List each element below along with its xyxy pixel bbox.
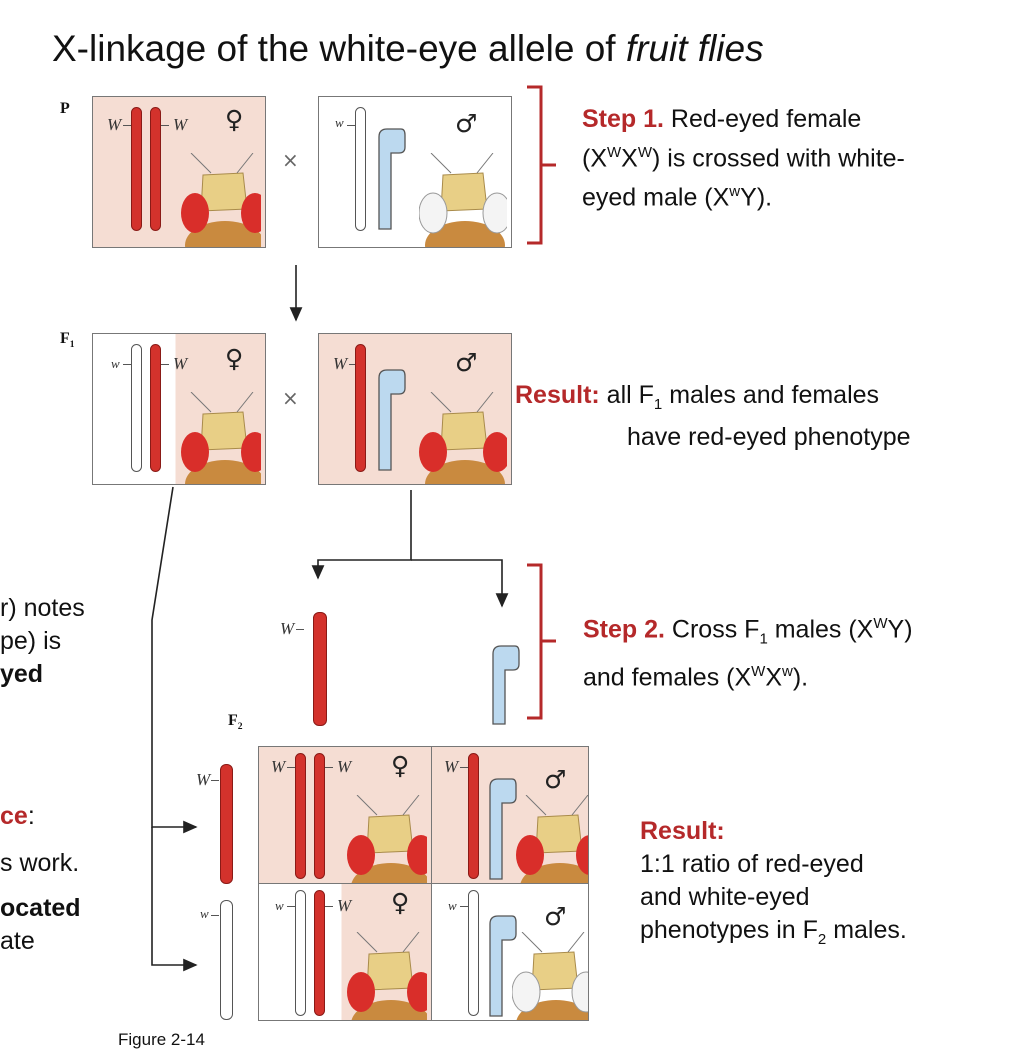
f1-male-to-y-arrow xyxy=(411,559,509,608)
male-symbol: ♂ xyxy=(455,348,478,377)
allele-label: W xyxy=(333,354,348,373)
y-chromosome xyxy=(377,368,407,472)
y-chromosome xyxy=(488,777,518,881)
x-chromosome-red xyxy=(355,344,366,472)
fly-red-eye-icon xyxy=(516,794,588,883)
x-chromosome-red xyxy=(468,753,479,879)
allele-label: W xyxy=(280,619,295,638)
x-chromosome-red xyxy=(150,344,161,472)
allele-label: w xyxy=(111,356,120,371)
step2-text: Step 2. Cross F1 males (XWY) and females… xyxy=(583,615,913,692)
f1-male-to-x-arrow xyxy=(311,490,412,580)
x-chromosome-white xyxy=(355,107,366,231)
f1-male-panel: W ♂ xyxy=(318,333,512,485)
x-chromosome-red xyxy=(314,753,325,879)
step2-bracket xyxy=(527,563,543,720)
result2-text: Result: 1:1 ratio of red-eyed and white-… xyxy=(640,817,907,948)
female-symbol: ♀ xyxy=(225,105,244,134)
diagram-title: X-linkage of the white-eye allele of fru… xyxy=(52,28,764,69)
x-chromosome-red xyxy=(295,753,306,879)
x-chromosome-red-gamete xyxy=(220,764,233,884)
fly-red-eye-icon xyxy=(181,152,265,247)
cross-symbol: × xyxy=(282,148,299,172)
fly-red-eye-icon xyxy=(181,391,265,484)
allele-label: W xyxy=(173,115,188,134)
punnett-cell-ww-female: W W ♀ xyxy=(258,746,432,884)
y-chromosome xyxy=(488,914,518,1018)
fly-red-eye-icon xyxy=(347,931,431,1020)
female-symbol: ♀ xyxy=(225,344,244,373)
x-chromosome-red-gamete xyxy=(313,612,327,726)
y-chromosome-gamete xyxy=(491,644,521,726)
generation-label-p: P xyxy=(60,100,70,117)
result1-text: Result: all F1 males and females have re… xyxy=(515,381,911,451)
male-symbol: ♂ xyxy=(544,902,567,931)
left-partial-text: r) notes pe) is yed xyxy=(0,594,85,688)
allele-label: w xyxy=(200,906,209,921)
fly-white-eye-icon xyxy=(511,931,588,1020)
f1-female-panel: w W ♀ xyxy=(92,333,266,485)
allele-label: W xyxy=(271,757,286,776)
allele-label: W xyxy=(196,770,211,789)
x-chromosome-white xyxy=(131,344,142,472)
punnett-cell-w-white-male: w ♂ xyxy=(431,883,589,1021)
y-chromosome xyxy=(377,127,407,231)
allele-label: W xyxy=(107,115,122,134)
allele-label: w xyxy=(275,898,284,913)
p-male-panel: w ♂ xyxy=(318,96,512,248)
male-symbol: ♂ xyxy=(455,109,478,138)
allele-label: w xyxy=(335,115,344,130)
f1-female-to-wsmall-arrow xyxy=(151,827,198,972)
x-chromosome-red xyxy=(150,107,161,231)
punnett-cell-ww-het-female: w W ♀ xyxy=(258,883,432,1021)
allele-label: W xyxy=(444,757,459,776)
figure-caption: Figure 2-14 xyxy=(118,1030,205,1049)
f1-female-to-w-arrow xyxy=(151,486,198,834)
x-chromosome-white xyxy=(295,890,306,1016)
p-female-panel: W W ♀ xyxy=(92,96,266,248)
allele-label: W xyxy=(337,896,352,915)
generation-label-f1: F1 xyxy=(60,330,75,351)
allele-label: W xyxy=(173,354,188,373)
left-partial-text-2: ce: s work. ocated ate xyxy=(0,802,81,955)
cross-symbol: × xyxy=(282,386,299,410)
fly-white-eye-icon xyxy=(418,152,511,247)
female-symbol: ♀ xyxy=(391,888,410,917)
fly-red-eye-icon xyxy=(419,391,511,484)
allele-label: w xyxy=(448,898,457,913)
step1-text: Step 1. Red-eyed female (XWXW) is crosse… xyxy=(582,105,905,212)
x-chromosome-red xyxy=(131,107,142,231)
allele-label: W xyxy=(337,757,352,776)
female-symbol: ♀ xyxy=(391,751,410,780)
x-chromosome-white xyxy=(468,890,479,1016)
x-chromosome-white-gamete xyxy=(220,900,233,1020)
punnett-cell-w-male: W ♂ xyxy=(431,746,589,884)
generation-label-f2: F2 xyxy=(228,712,243,733)
x-chromosome-red xyxy=(314,890,325,1016)
male-symbol: ♂ xyxy=(544,765,567,794)
fly-red-eye-icon xyxy=(347,794,431,883)
step1-bracket xyxy=(527,85,543,245)
